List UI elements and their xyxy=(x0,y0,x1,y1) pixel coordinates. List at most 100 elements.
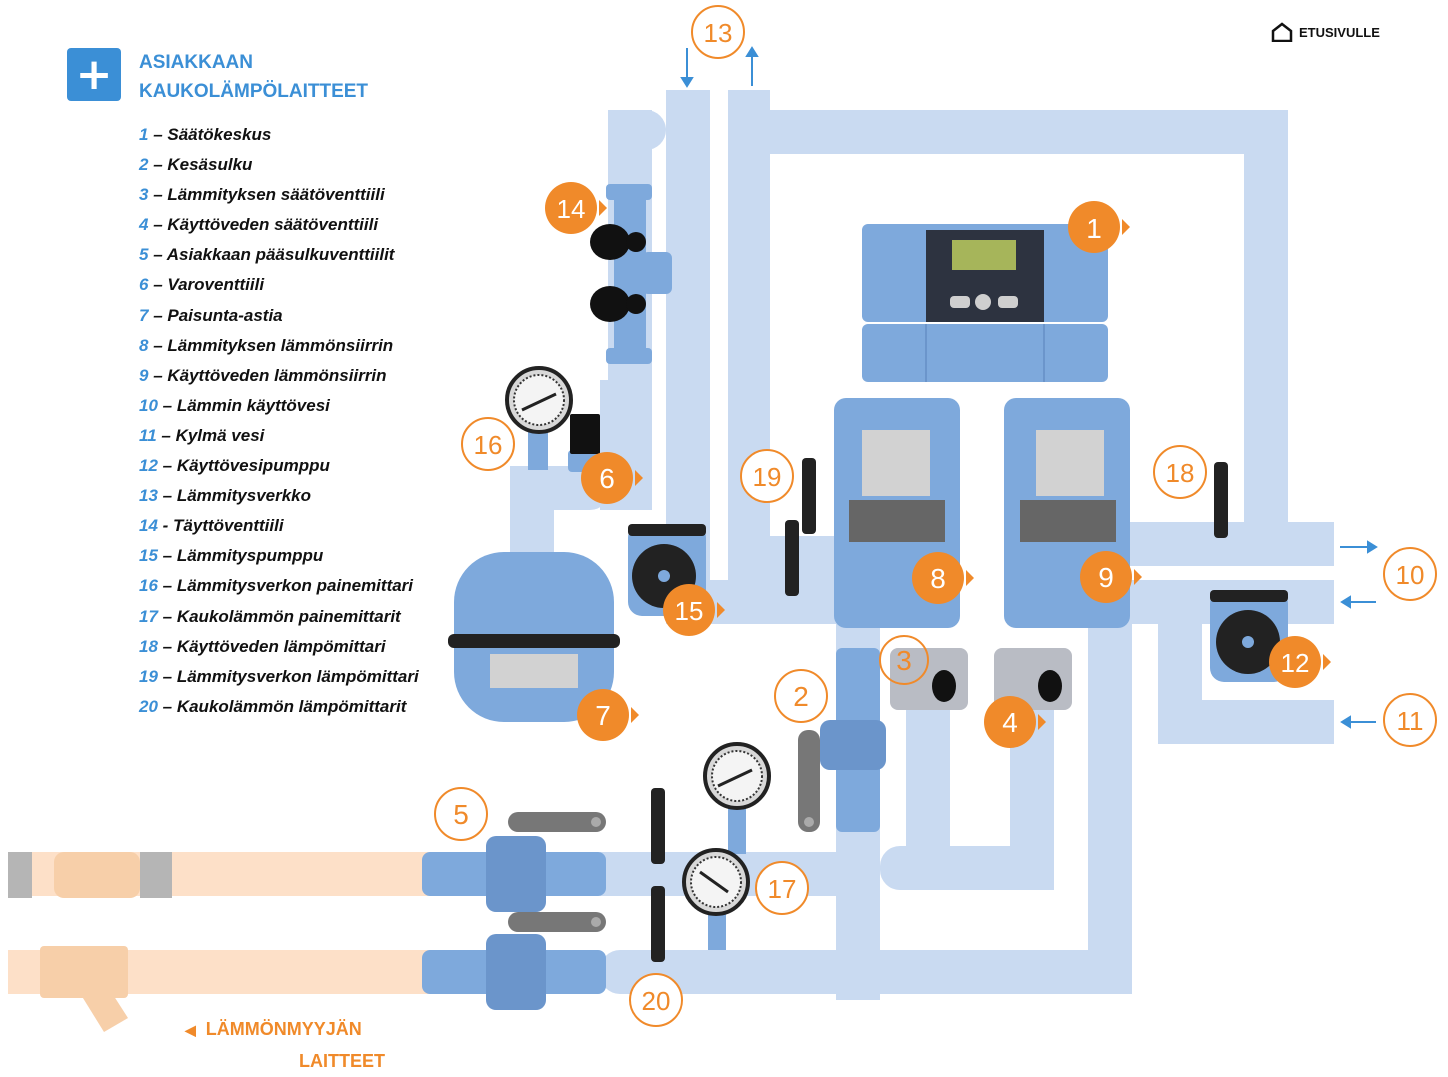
marker-1[interactable]: 1 xyxy=(1068,201,1130,253)
legend-item-11[interactable]: 11 – Kylmä vesi xyxy=(139,422,419,452)
legend-label: Käyttöveden lämmönsiirrin xyxy=(167,365,387,385)
legend-label: Varoventtiili xyxy=(167,275,265,295)
left-caret-icon: ◀ xyxy=(185,1022,196,1038)
legend-number: 18 xyxy=(139,636,158,656)
legend-number: 4 xyxy=(139,215,149,235)
marker-20-label: 20 xyxy=(642,986,671,1016)
legend-separator: – xyxy=(148,275,168,295)
legend-separator: – xyxy=(148,245,167,265)
marker-20[interactable]: 20 xyxy=(629,973,683,1027)
legend-number: 9 xyxy=(139,365,149,385)
legend-label: Lämmityspumppu xyxy=(176,546,324,566)
legend-item-1[interactable]: 1 – Säätökeskus xyxy=(139,121,419,151)
marker-11[interactable]: 11 xyxy=(1383,693,1437,747)
safety-valve[interactable] xyxy=(505,366,600,472)
legend-item-9[interactable]: 9 – Käyttöveden lämmönsiirrin xyxy=(139,362,419,392)
legend-item-8[interactable]: 8 – Lämmityksen lämmönsiirrin xyxy=(139,332,419,362)
legend-number: 19 xyxy=(139,666,158,686)
legend-number: 1 xyxy=(139,125,149,144)
legend-item-6[interactable]: 6 – Varoventtiili xyxy=(139,271,419,301)
legend-item-5[interactable]: 5 – Asiakkaan pääsulkuventtiilit xyxy=(139,241,419,271)
marker-2[interactable]: 2 xyxy=(774,669,828,723)
legend-separator: – xyxy=(157,395,177,415)
legend-item-3[interactable]: 3 – Lämmityksen säätöventtiili xyxy=(139,181,419,211)
expansion-tank[interactable] xyxy=(448,552,620,722)
marker-5[interactable]: 5 xyxy=(434,787,488,841)
legend-number: 3 xyxy=(139,185,149,205)
legend-item-4[interactable]: 4 – Käyttöveden säätöventtiili xyxy=(139,211,419,241)
marker-7[interactable]: 7 xyxy=(577,689,639,741)
plus-icon: + xyxy=(75,48,113,100)
marker-18[interactable]: 18 xyxy=(1153,445,1207,499)
marker-3[interactable]: 3 xyxy=(879,635,929,685)
legend-item-17[interactable]: 17 – Kaukolämmön painemittarit xyxy=(139,603,419,633)
legend-number: 8 xyxy=(139,335,149,355)
legend-label: Kaukolämmön lämpömittarit xyxy=(176,696,407,716)
legend-label: Käyttöveden säätöventtiili xyxy=(167,215,379,235)
legend-number: 7 xyxy=(139,305,149,325)
marker-8[interactable]: 8 xyxy=(912,552,974,604)
marker-6[interactable]: 6 xyxy=(581,452,643,504)
marker-18-label: 18 xyxy=(1166,458,1195,488)
legend-item-20[interactable]: 20 – Kaukolämmön lämpömittarit xyxy=(139,693,419,723)
marker-19[interactable]: 19 xyxy=(740,449,794,503)
legend-number: 20 xyxy=(139,696,158,716)
legend-number: 14 xyxy=(139,516,158,536)
marker-15[interactable]: 15 xyxy=(663,584,725,636)
marker-4[interactable]: 4 xyxy=(984,696,1046,748)
marker-1-label: 1 xyxy=(1086,213,1102,244)
control-valves[interactable] xyxy=(890,648,1072,710)
home-link[interactable]: ETUSIVULLE xyxy=(1271,22,1380,42)
seller-equipment-link[interactable]: ◀ LÄMMÖNMYYJÄN LAITTEET xyxy=(185,1014,385,1077)
legend-item-7[interactable]: 7 – Paisunta-astia xyxy=(139,302,419,332)
legend-label: Paisunta-astia xyxy=(167,305,283,325)
legend-label: Lämmitysverkon lämpömittari xyxy=(176,666,419,686)
marker-17[interactable]: 17 xyxy=(755,861,809,915)
legend-item-10[interactable]: 10 – Lämmin käyttövesi xyxy=(139,392,419,422)
legend-item-19[interactable]: 19 – Lämmitysverkon lämpömittari xyxy=(139,663,419,693)
legend-number: 5 xyxy=(139,245,149,265)
marker-14[interactable]: 14 xyxy=(545,182,607,234)
marker-9[interactable]: 9 xyxy=(1080,551,1142,603)
flow-arrows xyxy=(680,46,1378,729)
page-title: ASIAKKAAN KAUKOLÄMPÖLAITTEET xyxy=(139,48,368,106)
legend-separator: – xyxy=(157,486,177,506)
legend-item-13[interactable]: 13 – Lämmitysverkko xyxy=(139,482,419,512)
main-shutoff-valves[interactable] xyxy=(422,812,606,1010)
seller-pipes xyxy=(8,852,428,1032)
legend-label: Lämmityksen säätöventtiili xyxy=(167,185,385,205)
legend-label: Lämmityksen lämmönsiirrin xyxy=(167,335,394,355)
page-title-line1: ASIAKKAAN xyxy=(139,52,253,73)
marker-9-label: 9 xyxy=(1098,562,1114,593)
dhw-pump[interactable] xyxy=(1210,590,1288,682)
heat-exchangers[interactable] xyxy=(834,398,1130,628)
legend-item-14[interactable]: 14 - Täyttöventtiili xyxy=(139,512,419,542)
marker-10[interactable]: 10 xyxy=(1383,547,1437,601)
fill-valve[interactable] xyxy=(590,184,672,364)
marker-12[interactable]: 12 xyxy=(1269,636,1331,688)
legend-item-15[interactable]: 15 – Lämmityspumppu xyxy=(139,542,419,572)
legend-separator: – xyxy=(157,546,177,566)
seller-line1: LÄMMÖNMYYJÄN xyxy=(205,1019,362,1039)
legend-separator: – xyxy=(157,456,177,476)
marker-6-label: 6 xyxy=(599,463,615,494)
marker-3-label: 3 xyxy=(896,645,912,676)
control-center[interactable] xyxy=(862,224,1108,382)
marker-13[interactable]: 13 xyxy=(691,5,745,59)
home-link-label: ETUSIVULLE xyxy=(1299,24,1380,40)
summer-shutoff[interactable] xyxy=(798,648,886,832)
legend-item-18[interactable]: 18 – Käyttöveden lämpömittari xyxy=(139,633,419,663)
legend-number: 12 xyxy=(139,456,158,476)
marker-16[interactable]: 16 xyxy=(461,417,515,471)
expand-plus-button[interactable]: + xyxy=(67,48,121,101)
marker-5-label: 5 xyxy=(453,799,469,830)
legend-label: Lämmitysverkko xyxy=(176,486,312,506)
marker-13-label: 13 xyxy=(704,18,733,48)
legend-item-16[interactable]: 16 – Lämmitysverkon painemittari xyxy=(139,572,419,602)
legend-item-12[interactable]: 12 – Käyttövesipumppu xyxy=(139,452,419,482)
legend-number: 17 xyxy=(139,606,158,626)
legend-number: 13 xyxy=(139,486,158,506)
legend-item-2[interactable]: 2 – Kesäsulku xyxy=(139,151,419,181)
marker-15-label: 15 xyxy=(675,596,704,626)
